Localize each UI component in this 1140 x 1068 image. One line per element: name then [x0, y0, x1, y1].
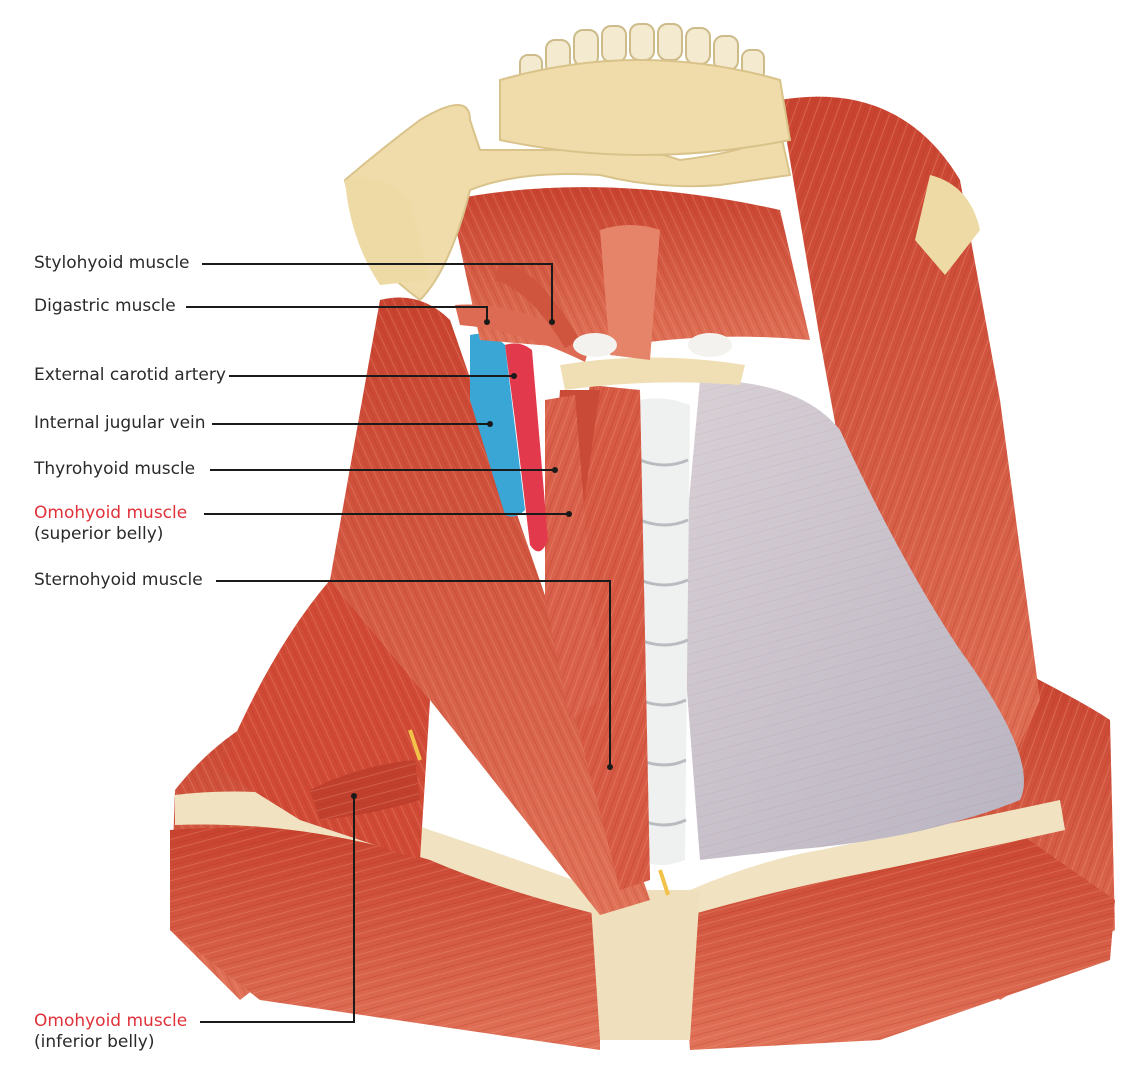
label-highlighted-text: Omohyoid muscle — [34, 503, 188, 523]
label-stylohyoid-muscle: Stylohyoid muscle — [34, 253, 190, 274]
label-text: Internal jugular vein — [34, 413, 206, 433]
thoracic-duct — [658, 869, 670, 896]
hyoid-bone — [560, 357, 745, 390]
digastric-anterior-belly — [600, 225, 660, 360]
label-omohyoid-superior-belly: Omohyoid muscle (superior belly) — [34, 503, 187, 545]
clavicle-right — [690, 800, 1065, 915]
label-internal-jugular-vein: Internal jugular vein — [34, 413, 206, 434]
trachea — [640, 398, 690, 865]
label-text: Digastric muscle — [34, 296, 176, 316]
manubrium — [590, 890, 700, 1040]
mandible-angle-right — [915, 175, 980, 275]
label-digastric-muscle: Digastric muscle — [34, 296, 176, 317]
label-text: Stylohyoid muscle — [34, 253, 190, 273]
mandible-angle-left — [345, 177, 430, 285]
label-sternohyoid-muscle: Sternohyoid muscle — [34, 570, 203, 591]
label-thyrohyoid-muscle: Thyrohyoid muscle — [34, 459, 195, 480]
intermediate-tendons — [573, 333, 732, 357]
mandible-body — [499, 59, 792, 156]
external-carotid-artery — [505, 343, 548, 552]
label-text: Thyrohyoid muscle — [34, 459, 196, 479]
label-highlighted-text: Omohyoid muscle — [34, 1011, 188, 1031]
label-omohyoid-inferior-belly: Omohyoid muscle (inferior belly) — [34, 1011, 187, 1053]
label-external-carotid-artery: External carotid artery — [34, 365, 226, 386]
label-text: Sternohyoid muscle — [34, 570, 203, 590]
label-subtext: (superior belly) — [34, 524, 164, 544]
label-text: External carotid artery — [34, 365, 226, 385]
label-subtext: (inferior belly) — [34, 1032, 155, 1052]
